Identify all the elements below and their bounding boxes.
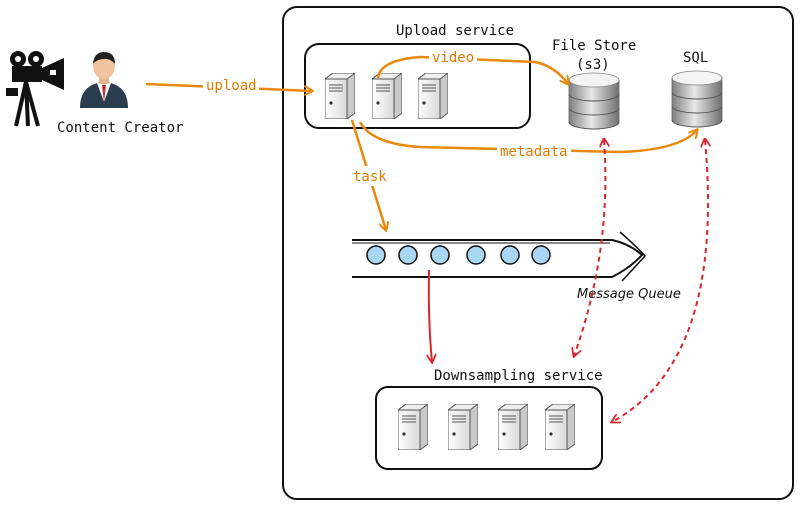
- file-store-label: File Store: [552, 38, 636, 54]
- queue-item: [366, 245, 386, 265]
- queue-item: [398, 245, 418, 265]
- upload-service-label: Upload service: [396, 23, 514, 39]
- person-icon: [80, 52, 128, 108]
- camera-icon: [6, 51, 64, 127]
- system-boundary: [282, 6, 794, 500]
- upload-label-bg: [203, 74, 259, 94]
- server-icon: [325, 73, 355, 119]
- downsampling-service-label: Downsampling service: [434, 368, 603, 384]
- database-icon: [671, 70, 723, 128]
- sql-label: SQL: [683, 50, 708, 66]
- server-icon: [448, 404, 478, 450]
- queue-item: [430, 245, 450, 265]
- server-icon: [372, 73, 402, 119]
- server-icon: [418, 73, 448, 119]
- upload-label: upload: [206, 78, 257, 94]
- queue-to-downsampling-arrow: [429, 269, 432, 362]
- task-label-bg: [350, 166, 390, 186]
- video-label: video: [432, 50, 474, 66]
- sql-downsampling-arrow: [612, 140, 708, 422]
- video-label-bg: [429, 46, 477, 66]
- filestore-downsampling-arrow: [574, 140, 605, 356]
- queue-item: [466, 245, 486, 265]
- server-icon: [498, 404, 528, 450]
- queue-item: [500, 245, 520, 265]
- database-icon: [568, 72, 620, 130]
- downsampling-service-box: [375, 386, 603, 470]
- server-icon: [545, 404, 575, 450]
- server-icon: [398, 404, 428, 450]
- video-arrow: [376, 55, 568, 84]
- queue-item: [531, 245, 551, 265]
- content-creator-label: Content Creator: [57, 120, 183, 136]
- metadata-label-bg: [497, 141, 571, 161]
- metadata-label: metadata: [500, 144, 567, 160]
- file-store-sublabel: (s3): [576, 57, 610, 73]
- task-label: task: [353, 169, 387, 185]
